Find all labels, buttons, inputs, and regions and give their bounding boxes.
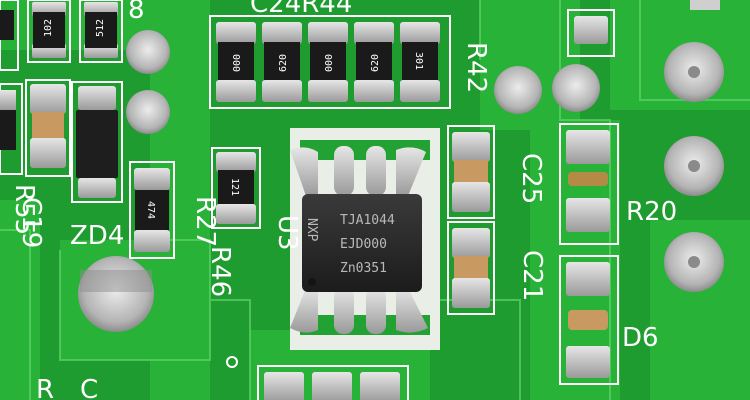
- diode-zd4: [71, 81, 123, 203]
- bottom-row-parts: [257, 365, 409, 400]
- resistor-code: 301: [413, 52, 424, 70]
- silk-u3: U3: [272, 215, 302, 251]
- via: [126, 30, 170, 74]
- u3-leads-top: [290, 146, 426, 196]
- silk-r55: R55: [9, 184, 39, 235]
- via: [688, 160, 700, 172]
- silk-r42: R42: [461, 42, 491, 93]
- resistor-row-3: 000: [308, 22, 348, 102]
- resistor-code: 512: [95, 19, 106, 37]
- resistor-code: 474: [145, 201, 156, 219]
- resistor-row-4: 620: [354, 22, 394, 102]
- capacitor-c21: [447, 221, 495, 315]
- resistor-r20: [559, 123, 619, 245]
- via: [126, 90, 170, 134]
- silk-c19: C19: [16, 197, 46, 248]
- silk-c25: C25: [516, 153, 546, 204]
- resistor-code: 121: [229, 178, 240, 196]
- resistor-row-2: 620: [262, 22, 302, 102]
- silk-r46: R46: [205, 246, 235, 297]
- chip-u3: NXP TJA1044 EJD000 Zn0351: [302, 194, 422, 292]
- u3-leads-bottom: [290, 288, 428, 334]
- resistor-row-5: 301: [400, 22, 440, 102]
- resistor-row: 000 620 000 620 301: [209, 15, 451, 109]
- chip-date-code: Zn0351: [340, 261, 387, 276]
- silk-zd4: ZD4: [70, 221, 124, 251]
- via: [552, 64, 600, 112]
- resistor-code: 000: [324, 54, 335, 72]
- resistor-r46: 121: [211, 147, 261, 229]
- silk-d6: D6: [622, 323, 659, 353]
- chip-brand: NXP: [304, 218, 319, 242]
- via: [688, 256, 700, 268]
- via: [494, 66, 542, 114]
- capacitor-c25: [447, 125, 495, 219]
- resistor-row-1: 000: [216, 22, 256, 102]
- resistor-r27: 474: [129, 161, 175, 259]
- diode-d6: [559, 255, 619, 385]
- silk-c-bottom: C: [80, 375, 98, 400]
- chip-lot-code: EJD000: [340, 237, 387, 252]
- resistor-top-left-a: 102: [27, 0, 71, 63]
- silk-c21: C21: [517, 250, 547, 301]
- silk-r-bottom: R: [36, 375, 54, 400]
- silk-digit-8: 8: [128, 0, 145, 25]
- silk-r20: R20: [626, 197, 677, 227]
- resistor-code: 620: [278, 54, 289, 72]
- resistor-top-left-b: 512: [79, 0, 123, 63]
- chip-part-number: TJA1044: [340, 213, 395, 228]
- resistor-code: 000: [232, 54, 243, 72]
- resistor-code: 102: [43, 19, 54, 37]
- capacitor-c19: [25, 79, 71, 177]
- resistor-code: 620: [370, 54, 381, 72]
- via: [78, 256, 154, 332]
- silk-c24r44: C24R44: [250, 0, 352, 19]
- silk-r27: R27: [190, 196, 220, 247]
- via: [688, 66, 700, 78]
